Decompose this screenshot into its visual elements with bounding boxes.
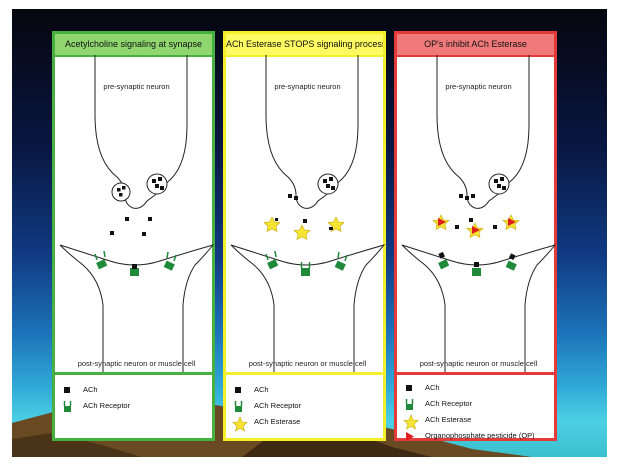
- top-label: pre-synaptic neuron: [55, 82, 218, 91]
- panel-op-inhibit: OP's inhibit ACh Esterase pre-synaptic n…: [394, 31, 557, 441]
- ach-receptor: [438, 252, 449, 269]
- slide-background: Acetylcholine signaling at synapse pre-s…: [12, 9, 607, 457]
- ach-receptor: [335, 252, 347, 271]
- ach-receptor: [506, 253, 517, 270]
- receptor-icon: [232, 400, 248, 414]
- post-synaptic-neuron: [231, 245, 384, 372]
- ach-molecule: [125, 217, 129, 221]
- ach-molecule: [148, 217, 152, 221]
- ach-esterase: [294, 225, 310, 240]
- vesicle: [112, 183, 130, 201]
- receptor-icon: [61, 400, 77, 414]
- ach-receptor: [266, 251, 278, 269]
- esterase-star-icon: [232, 416, 250, 432]
- synapse-diagram: [55, 55, 218, 372]
- bottom-label: post-synaptic neuron or muscle cell: [55, 359, 218, 368]
- pre-synaptic-neuron: [95, 55, 187, 208]
- ach-square-icon: [61, 384, 77, 398]
- pre-synaptic-neuron: [266, 55, 358, 208]
- panel-ach-signaling: Acetylcholine signaling at synapse pre-s…: [52, 31, 215, 441]
- legend: ACh ACh Receptor: [55, 372, 212, 438]
- synapse-diagram: [226, 55, 389, 372]
- receptor-icon: [403, 398, 419, 412]
- bottom-label: post-synaptic neuron or muscle cell: [226, 359, 389, 368]
- legend: ACh ACh Receptor ACh Esterase Organophos…: [397, 372, 554, 438]
- ach-receptor: [95, 251, 107, 269]
- bottom-label: post-synaptic neuron or muscle cell: [397, 359, 560, 368]
- ach-receptor: [472, 262, 481, 276]
- ach-square-icon: [232, 384, 248, 398]
- op-triangle-icon: [403, 430, 419, 444]
- panel-header: Acetylcholine signaling at synapse: [55, 34, 212, 57]
- ach-receptor: [164, 252, 176, 271]
- ach-molecule: [110, 231, 114, 235]
- top-label: pre-synaptic neuron: [397, 82, 560, 91]
- ach-square-icon: [403, 382, 419, 396]
- ach-receptor: [301, 262, 310, 276]
- legend: ACh ACh Receptor ACh Esterase: [226, 372, 383, 438]
- panel-header: OP's inhibit ACh Esterase: [397, 34, 554, 57]
- top-label: pre-synaptic neuron: [226, 82, 389, 91]
- panel-esterase-stops: ACh Esterase STOPS signaling process pre…: [223, 31, 386, 441]
- synapse-diagram: [397, 55, 560, 372]
- ach-receptor: [130, 264, 139, 276]
- pre-synaptic-neuron: [437, 55, 529, 208]
- ach-molecule: [142, 232, 146, 236]
- panel-header: ACh Esterase STOPS signaling process: [226, 34, 383, 57]
- esterase-star-icon: [403, 414, 421, 430]
